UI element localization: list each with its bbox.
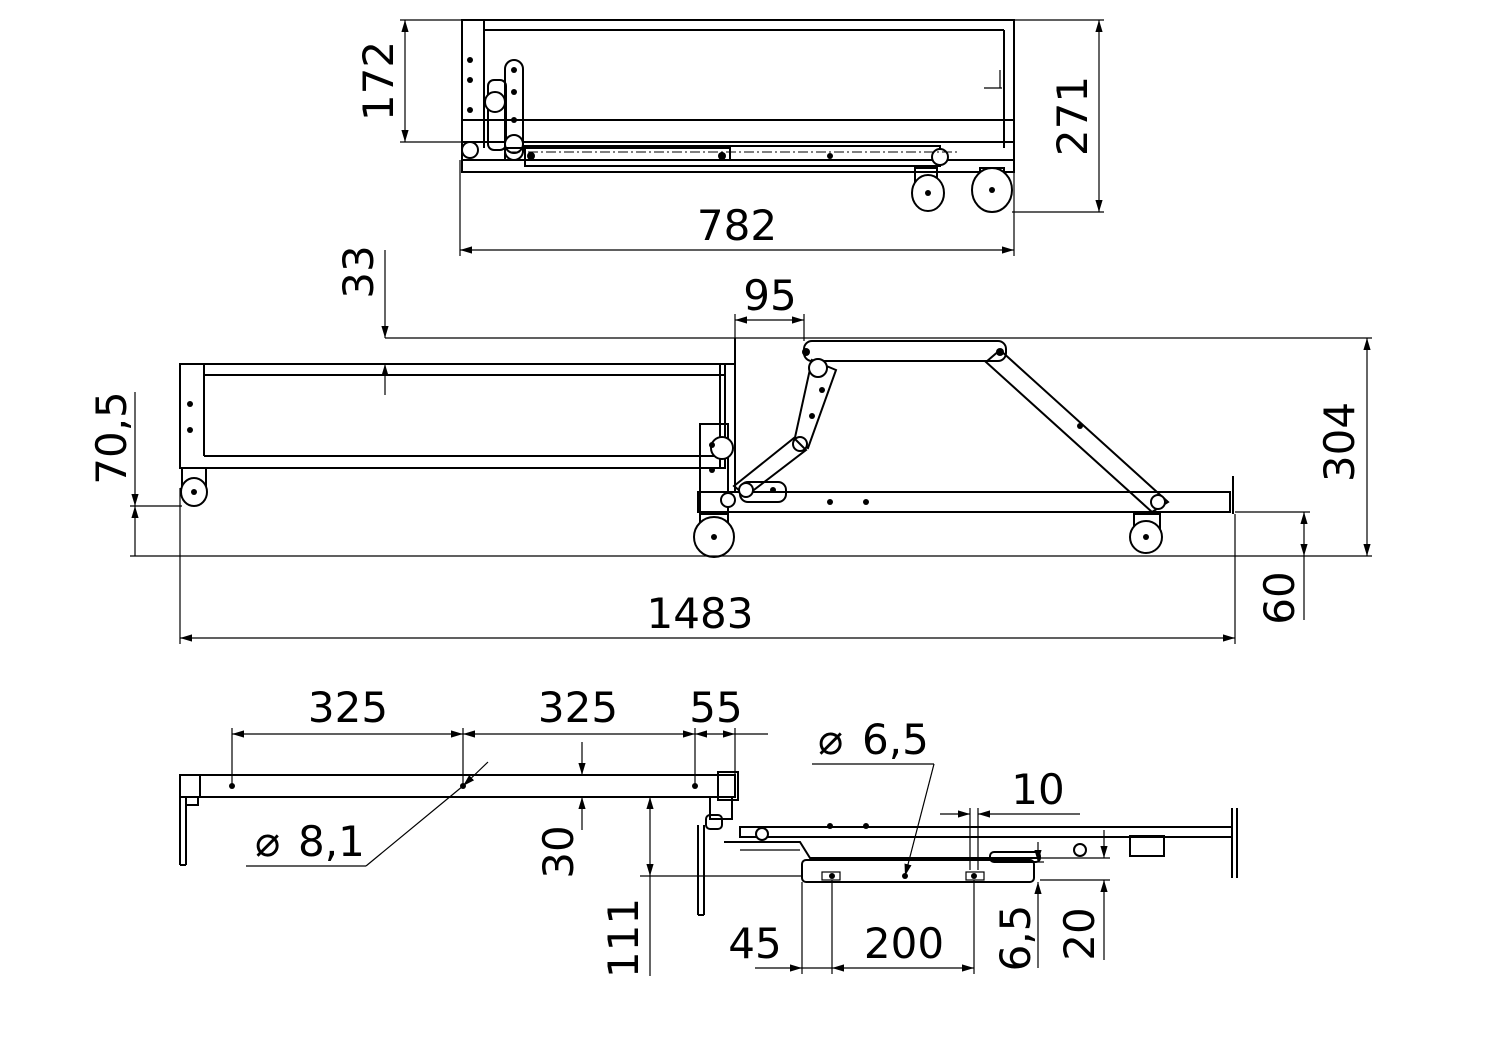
dim-70-5: 70,5 xyxy=(87,391,136,485)
unfolded-view: 33 95 70,5 304 1483 60 xyxy=(87,245,1372,644)
dim-45: 45 xyxy=(728,919,781,968)
unfolded-tray-left xyxy=(179,363,726,469)
dim-hole-6-5: 6,5 xyxy=(862,715,929,764)
plan-view: 325 325 55 ⌀ 8,1 30 111 ⌀ 6,5 xyxy=(179,683,1238,978)
dim-95: 95 xyxy=(743,271,796,320)
dim-271: 271 xyxy=(1048,76,1097,156)
dim-1483: 1483 xyxy=(647,589,754,638)
dim-325-b: 325 xyxy=(538,683,618,732)
dim-782: 782 xyxy=(697,201,777,250)
folded-wheel-small xyxy=(911,167,945,212)
dim-200: 200 xyxy=(864,919,944,968)
plan-slide-plate xyxy=(801,859,1035,883)
dim-10: 10 xyxy=(1011,765,1064,814)
unfolded-wheel-right xyxy=(1129,513,1163,554)
dim-111: 111 xyxy=(599,898,648,978)
folded-view: 172 271 782 xyxy=(354,19,1104,256)
dim-33: 33 xyxy=(334,245,383,298)
dim-hole-6-5-symbol: ⌀ xyxy=(818,715,843,764)
unfolded-platform xyxy=(803,340,1007,362)
unfolded-wheel-middle xyxy=(693,513,735,558)
dim-55: 55 xyxy=(689,683,742,732)
unfolded-support-arm-right xyxy=(984,348,1170,514)
dim-304: 304 xyxy=(1315,402,1364,482)
dim-hole-8-1: 8,1 xyxy=(298,817,365,866)
dim-172: 172 xyxy=(354,41,403,121)
unfolded-wheel-left xyxy=(180,467,208,507)
dim-60: 60 xyxy=(1255,571,1304,624)
dim-20: 20 xyxy=(1055,907,1104,960)
dim-hole-8-1-symbol: ⌀ xyxy=(255,817,280,866)
dim-30: 30 xyxy=(534,825,583,878)
unfolded-bottom-rail xyxy=(697,491,1231,513)
plan-rail-left xyxy=(179,774,736,798)
plan-hinge-block xyxy=(717,771,739,801)
folded-link-arm xyxy=(504,147,731,161)
dim-325-a: 325 xyxy=(308,683,388,732)
folded-wheel-large xyxy=(971,167,1013,213)
unfolded-support-arm-upper xyxy=(792,358,838,450)
dim-6-5: 6,5 xyxy=(991,905,1040,972)
folded-frame-outline xyxy=(461,19,1015,173)
